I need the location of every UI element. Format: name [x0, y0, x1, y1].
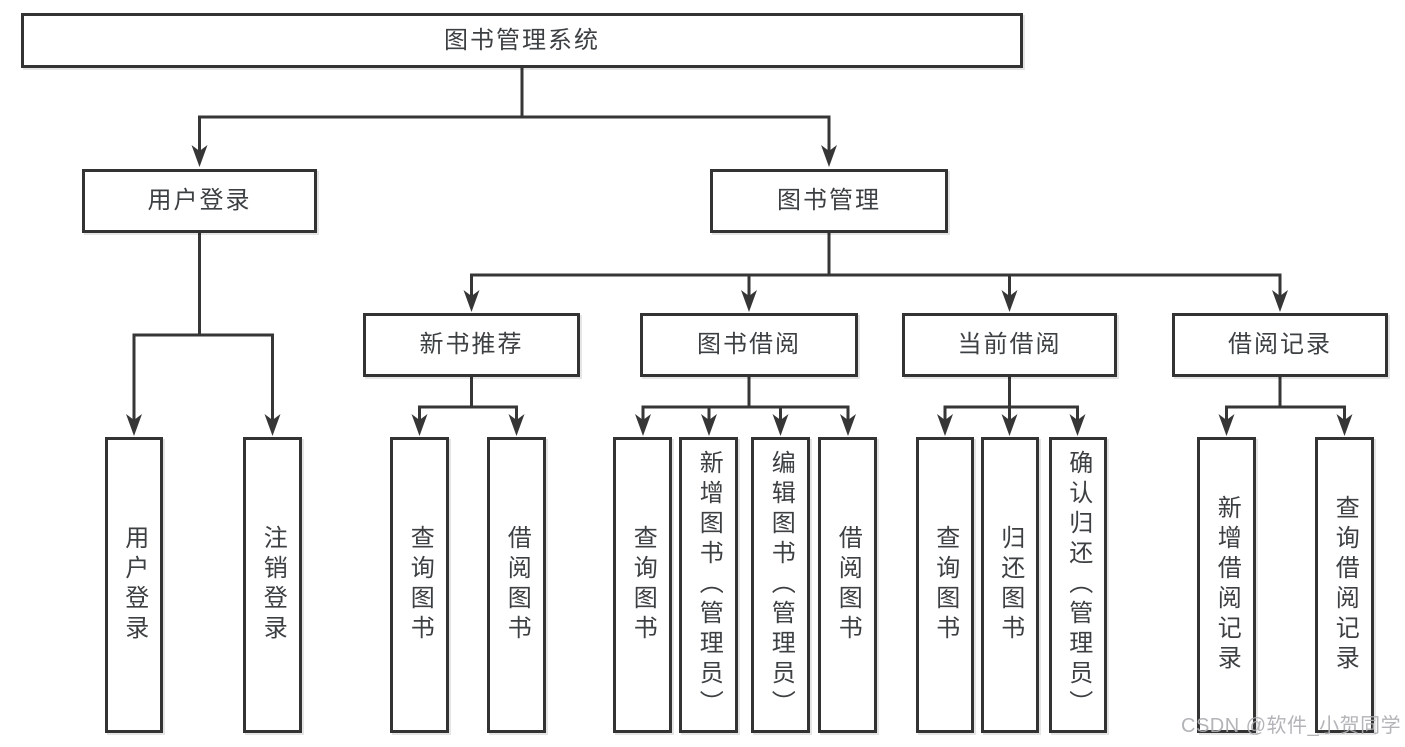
- arrowheads: [126, 145, 1353, 436]
- node-label: 用户登录: [147, 187, 252, 214]
- leaf-label: 新增借阅记录: [1213, 495, 1241, 675]
- leaf-label: 确认归还（管理员）: [1064, 450, 1092, 720]
- leaf-label: 新增图书（管理员）: [695, 450, 723, 720]
- leaf-borrow-book-recommend: 借阅图书: [487, 437, 546, 733]
- leaf-label: 注销登录: [259, 525, 287, 645]
- node-label: 当前借阅: [957, 331, 1062, 358]
- node-user-login: 用户登录: [82, 169, 317, 233]
- leaf-label: 借阅图书: [503, 525, 531, 645]
- node-book-management: 图书管理: [710, 169, 948, 233]
- node-borrow-record: 借阅记录: [1172, 313, 1388, 377]
- csdn-watermark: CSDN @软件_小贺同学: [1181, 715, 1402, 737]
- leaf-add-borrow-record: 新增借阅记录: [1197, 437, 1256, 733]
- node-book-borrow: 图书借阅: [640, 313, 858, 377]
- leaf-edit-book-admin: 编辑图书（管理员）: [751, 437, 810, 733]
- leaf-borrow-book: 借阅图书: [818, 437, 877, 733]
- leaf-label: 归还图书: [996, 525, 1024, 645]
- leaf-query-book-current: 查询图书: [916, 437, 974, 733]
- leaf-label: 查询借阅记录: [1331, 495, 1359, 675]
- leaf-query-book-borrow: 查询图书: [613, 437, 672, 733]
- leaf-label: 查询图书: [406, 525, 434, 645]
- leaf-label: 借阅图书: [834, 525, 862, 645]
- leaf-label: 用户登录: [120, 525, 148, 645]
- leaf-return-book: 归还图书: [981, 437, 1039, 733]
- node-new-book-recommend: 新书推荐: [363, 313, 580, 377]
- leaf-logout-login: 注销登录: [243, 437, 302, 733]
- node-label: 图书管理系统: [444, 26, 600, 54]
- leaf-query-borrow-record: 查询借阅记录: [1315, 437, 1374, 733]
- leaf-label: 编辑图书（管理员）: [767, 450, 795, 720]
- leaf-label: 查询图书: [629, 525, 657, 645]
- leaf-user-login: 用户登录: [105, 437, 163, 733]
- node-label: 图书借阅: [697, 331, 801, 358]
- node-label: 借阅记录: [1228, 331, 1332, 358]
- node-label: 图书管理: [777, 187, 881, 214]
- leaf-label: 查询图书: [931, 525, 959, 645]
- node-library-system-root: 图书管理系统: [21, 13, 1023, 68]
- node-current-borrow: 当前借阅: [902, 313, 1117, 377]
- leaf-query-book-recommend: 查询图书: [390, 437, 449, 733]
- node-label: 新书推荐: [419, 331, 524, 358]
- leaf-confirm-return-admin: 确认归还（管理员）: [1049, 437, 1107, 733]
- leaf-add-book-admin: 新增图书（管理员）: [679, 437, 738, 733]
